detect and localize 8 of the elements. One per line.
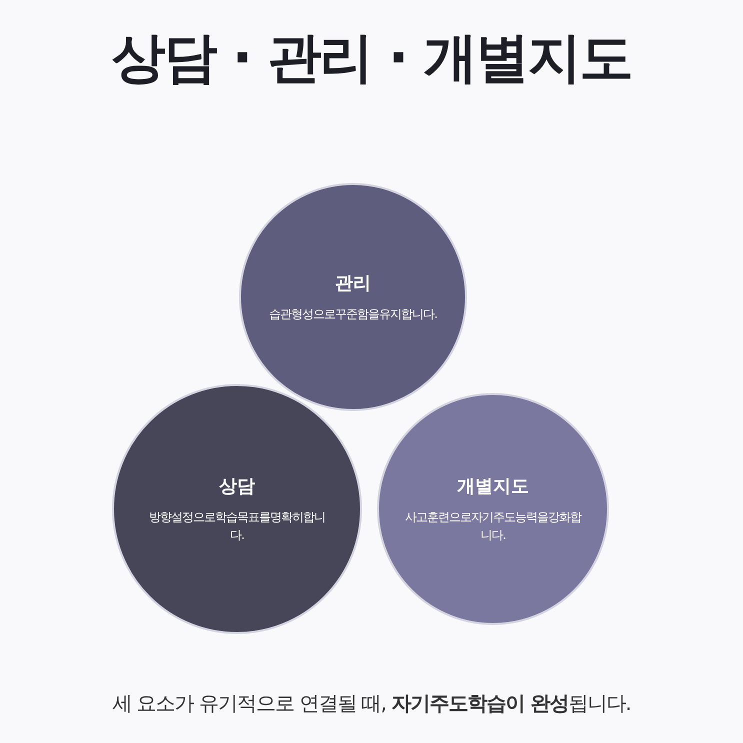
circle-heading: 상담 [219, 475, 255, 498]
circle-description: 사고훈련으로자기주도능력을강화합니다. [404, 509, 582, 544]
circle-heading: 개별지도 [457, 475, 529, 498]
circle-description: 습관형성으로꾸준함을유지합니다. [268, 306, 438, 323]
title: 상담 · 관리 · 개별지도 [110, 25, 633, 91]
circle-heading: 관리 [335, 272, 371, 295]
caption: 세 요소가 유기적으로 연결될 때, 자기주도학습이 완성됩니다. [111, 690, 632, 717]
circle-description: 방향설정으로학습목표를명확히합니다. [148, 509, 326, 544]
